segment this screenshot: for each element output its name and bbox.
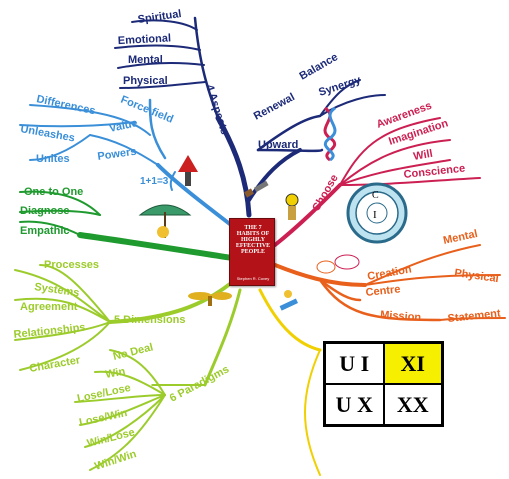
walking-figure-icon <box>285 193 299 220</box>
creation-physical: Physical <box>454 267 500 285</box>
unites-label: Unites <box>36 153 70 165</box>
dna-icon <box>323 106 337 162</box>
paradigms-branch-label: 6 Paradigms <box>168 363 231 404</box>
matrix-cell-xi: XI <box>383 343 442 384</box>
one-to-one-label: One to One <box>24 186 83 198</box>
paradigm-win: Win <box>104 366 126 381</box>
paradigm-win-lose: Win/Lose <box>86 426 136 449</box>
differences-label: Differences <box>35 93 96 117</box>
choose-will: Will <box>412 148 433 163</box>
renewal-label: Renewal <box>252 91 297 123</box>
force-branch-lines <box>19 98 237 230</box>
speech-bubble-icon <box>316 254 360 274</box>
choose-branch-label: Choose <box>310 173 341 214</box>
matrix-branch-lines <box>258 288 322 476</box>
saw-icon <box>244 180 269 198</box>
circle-letter-c: C <box>372 190 379 201</box>
creation-branch-lines <box>273 244 506 322</box>
dimensions-branch-lines <box>14 264 242 471</box>
upward-branch-label: Upward <box>258 139 298 151</box>
dimension-character: Character <box>28 354 81 375</box>
powers-label: Powers <box>97 146 137 163</box>
paradigm-win-win: Win/Win <box>93 448 138 473</box>
paradigm-lose-lose: Lose/Lose <box>76 382 132 405</box>
dimensions-branch-label: 5 Dimensions <box>114 314 186 326</box>
aspect-mental: Mental <box>128 54 163 66</box>
dimension-agreement: Agreement <box>20 301 78 313</box>
creation-mental: Mental <box>442 228 479 247</box>
book-title: THE 7 HABITS OF HIGHLY EFFECTIVE PEOPLE <box>235 225 271 255</box>
scales-icon <box>188 292 232 306</box>
paradigm-lose-win: Lose/Win <box>78 407 128 429</box>
aspect-emotional: Emotional <box>118 32 172 47</box>
dimension-systems: Systems <box>34 281 80 299</box>
empathic-label: Empathic <box>20 225 70 237</box>
value-label: Value <box>108 117 139 135</box>
dimension-processes: Processes <box>44 259 99 271</box>
matrix-cell-ui: U I <box>325 343 384 384</box>
matrix-grid: U I XI U X XX <box>323 341 444 427</box>
choose-branch-lines <box>273 117 481 247</box>
conscience-circle-icon: C I <box>346 182 408 244</box>
surfer-icon <box>279 290 299 311</box>
statement-label: Statement <box>447 307 501 325</box>
circle-letter-i: I <box>373 209 377 221</box>
umbrella-icon <box>138 204 192 238</box>
empathic-branch-lines <box>19 190 235 261</box>
traffic-light-icon <box>178 155 198 186</box>
book-cover: THE 7 HABITS OF HIGHLY EFFECTIVE PEOPLE … <box>229 218 275 286</box>
book-author: Stephen R. Covey <box>236 276 270 281</box>
diagnose-label: Diagnose <box>20 205 70 217</box>
dimension-relationships: Relationships <box>13 322 86 341</box>
synergy-label: Synergy <box>317 74 363 99</box>
centre-label: Centre <box>365 283 401 299</box>
aspect-spiritual: Spiritual <box>137 8 182 26</box>
matrix-cell-ux: U X <box>325 384 384 425</box>
equation-label: 1+1=3 <box>140 176 169 187</box>
aspects-branch-label: 4 Aspects <box>203 83 230 136</box>
aspect-physical: Physical <box>123 75 168 87</box>
matrix-cell-xx: XX <box>383 384 442 425</box>
mission-label: Mission <box>380 309 422 324</box>
balance-label: Balance <box>298 51 341 82</box>
